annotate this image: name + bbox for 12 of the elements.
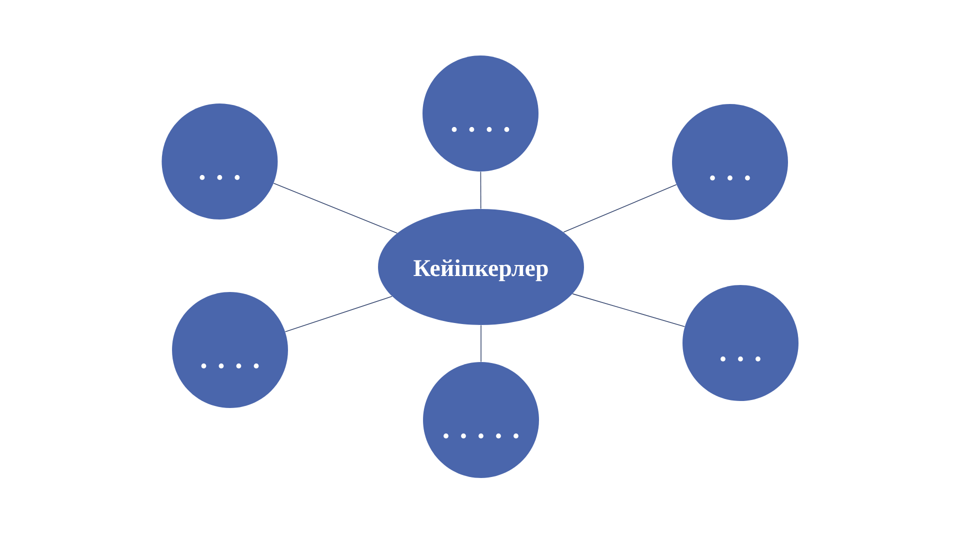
circle-node: . . . . . [423,362,539,478]
circle-node: . . . . [172,292,288,408]
circle-node: . . . [162,104,278,220]
connector-line [273,182,398,234]
connector-line [480,171,482,210]
connector-line [284,296,392,332]
circle-node: . . . . [422,56,538,172]
connector-line [572,293,686,328]
connector-line [563,184,677,233]
circle-node: . . . [672,104,788,220]
circle-node: . . . [682,285,798,401]
connector-line [480,324,482,362]
